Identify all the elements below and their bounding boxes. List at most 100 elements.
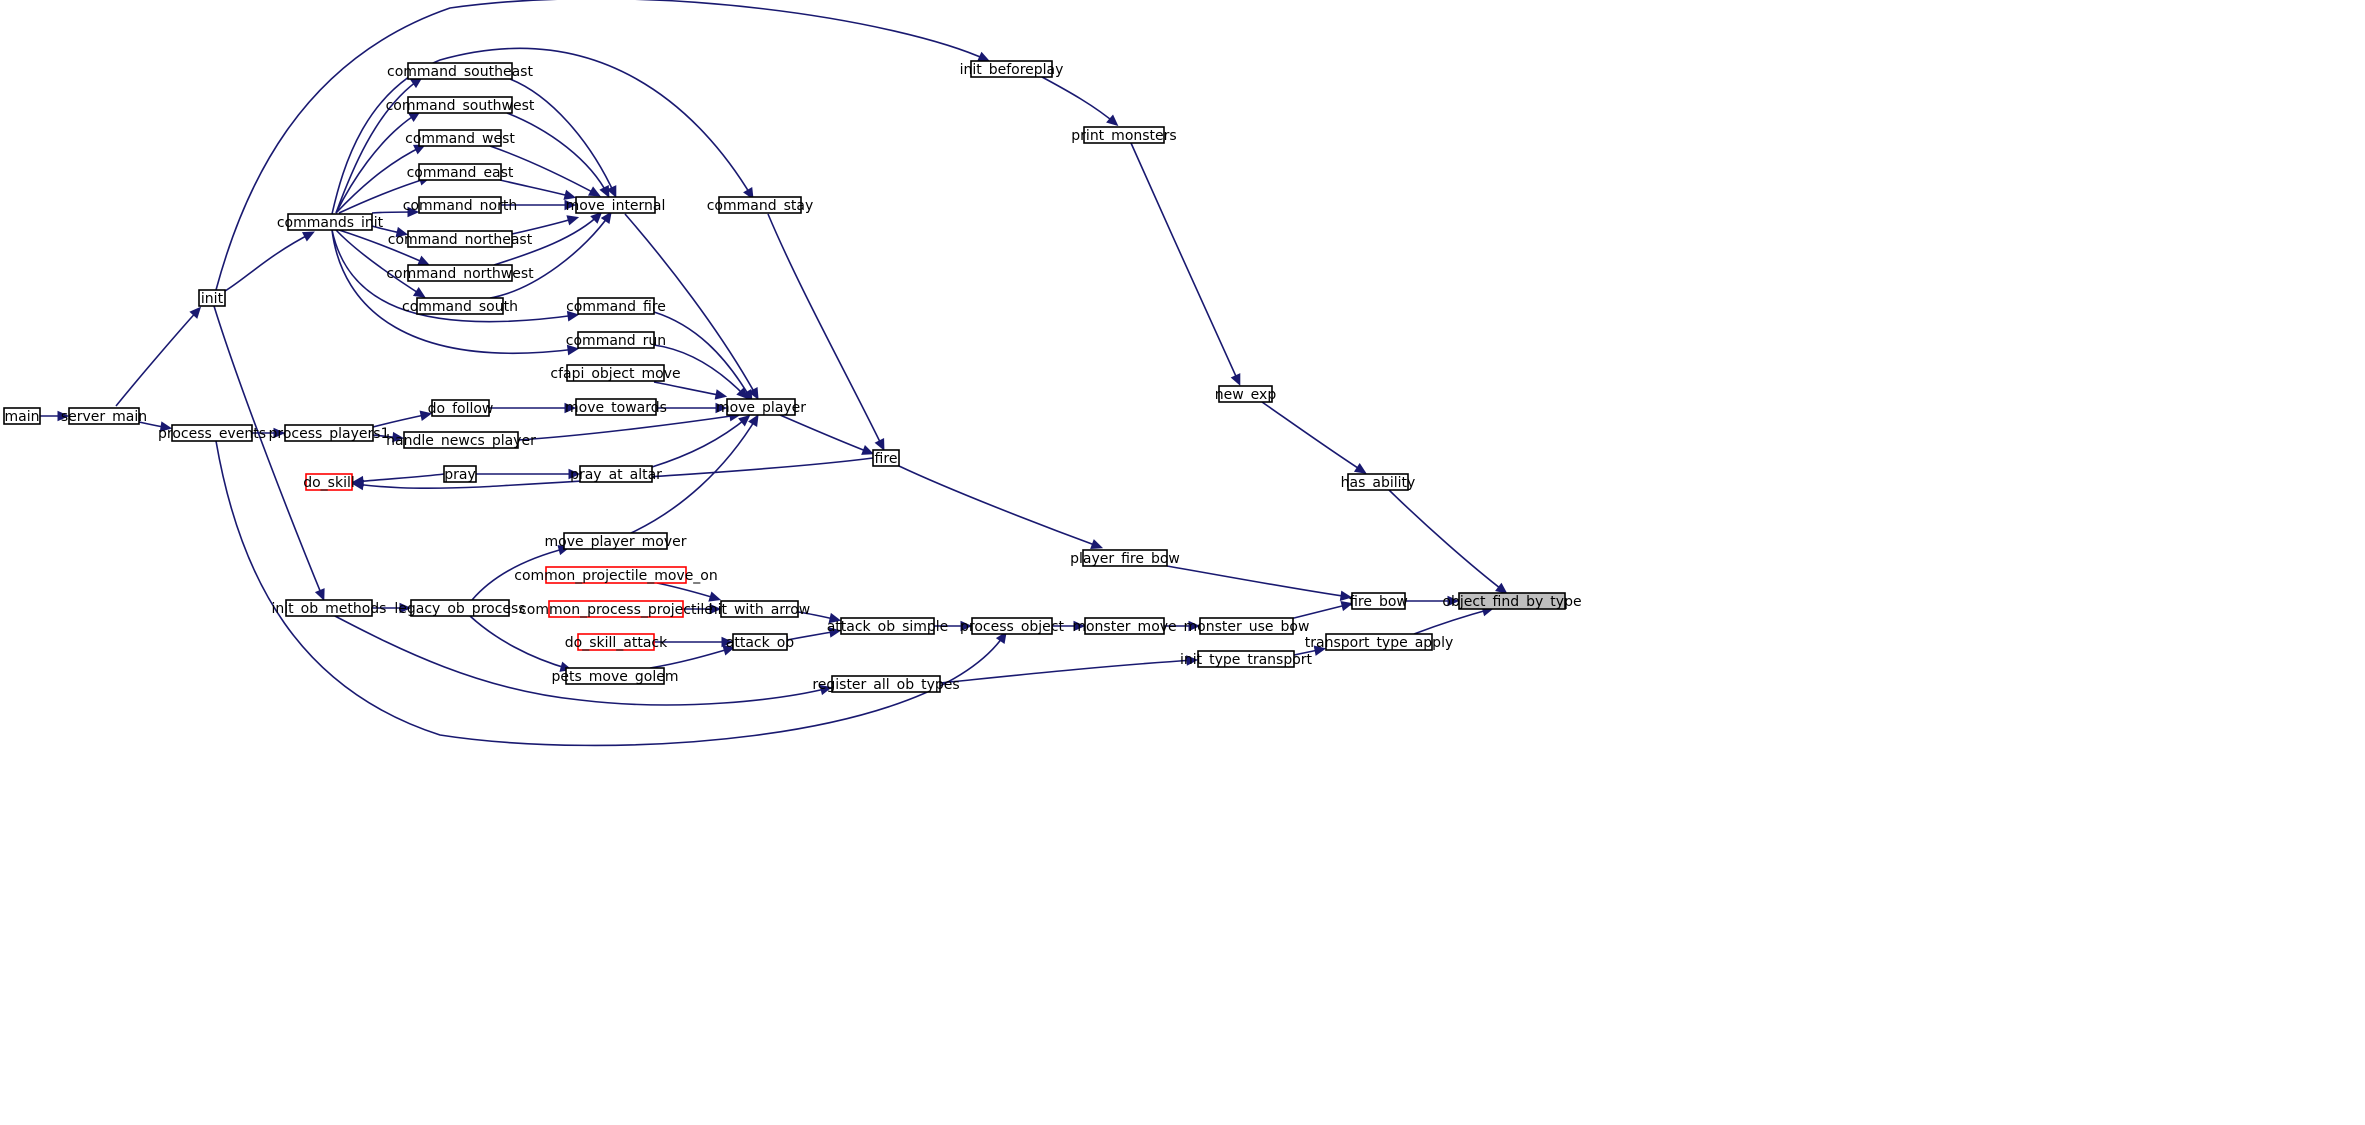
node-label: command_stay [707,198,814,214]
edge-arrowhead [566,215,580,226]
node-move_player_mover[interactable]: move_player_mover [545,532,687,550]
node-new_exp[interactable]: new_exp [1215,385,1277,403]
edge-arrowhead [1186,655,1199,666]
node-common_projectile_move_on[interactable]: common_projectile_move_on [514,566,718,584]
node-init_ob_methods[interactable]: init_ob_methods [272,599,387,617]
node-box [971,617,1053,635]
edge-arrowhead [399,602,412,614]
edge-arrowhead [714,389,728,400]
node-process_events[interactable]: process_events [158,424,266,442]
edge-command_southeast-to-move_internal [509,78,617,198]
node-command_fire[interactable]: command_fire [566,297,666,315]
node-label: command_southeast [387,64,533,80]
node-init_type_transport[interactable]: init_type_transport [1180,650,1313,668]
node-command_run[interactable]: command_run [566,331,666,349]
node-box [407,96,513,114]
node-do_follow[interactable]: do_follow [428,399,494,417]
edge-arrowhead [57,410,70,422]
node-print_monsters[interactable]: print_monsters [1071,126,1177,144]
node-process_object[interactable]: process_object [960,617,1064,635]
node-box [68,407,140,425]
edge-arrowhead [351,479,365,491]
node-monster_use_bow[interactable]: monster_use_bow [1184,617,1310,635]
node-fire_bow[interactable]: fire_bow [1349,592,1408,610]
edge-command_east-to-move_internal [499,179,577,200]
node-server_main[interactable]: server_main [61,407,147,425]
node-main[interactable]: main [3,407,41,425]
node-move_player[interactable]: move_player [716,398,806,416]
node-move_towards[interactable]: move_towards [565,398,667,416]
node-init_beforeplay[interactable]: init_beforeplay [960,60,1064,78]
node-label: command_southwest [386,98,535,114]
edge-arrowhead [819,684,833,696]
edge-common_projectile_move_on-to-hit_with_arrow [656,582,722,602]
node-init[interactable]: init [198,289,226,307]
edge-arrowhead [314,588,325,601]
node-command_west[interactable]: command_west [405,129,515,147]
node-player_fire_bow[interactable]: player_fire_bow [1070,549,1180,567]
edge-arrowhead [1313,645,1327,656]
node-legacy_ob_process[interactable]: legacy_ob_process [394,599,526,617]
node-command_north[interactable]: command_north [403,196,517,214]
node-object_find_by_type[interactable]: object_find_by_type [1442,592,1582,610]
edge-arrowhead [1106,114,1119,127]
node-command_southeast[interactable]: command_southeast [387,62,533,80]
edge-arrowhead [566,344,580,356]
node-command_south[interactable]: command_south [402,297,518,315]
edge-arrowhead [721,636,734,648]
node-pray_at_altar[interactable]: pray_at_altar [570,465,662,483]
edge-command_north-to-move_internal [501,199,577,211]
node-label: object_find_by_type [1442,594,1581,610]
node-attack_ob[interactable]: attack_ob [726,633,795,651]
node-pray[interactable]: pray [443,465,477,483]
edge-init_type_transport-to-transport_type_apply [1293,645,1327,656]
node-common_process_projectile[interactable]: common_process_projectile [519,600,713,618]
node-move_internal[interactable]: move_internal [566,196,666,214]
edge-arrowhead [564,199,577,211]
node-box [431,399,490,417]
node-handle_newcs_player[interactable]: handle_newcs_player [386,431,536,449]
node-attack_ob_simple[interactable]: attack_ob_simple [827,617,949,635]
node-box [1197,650,1295,668]
edge-line [898,465,1101,548]
node-box [418,196,502,214]
edge-arrowhead [189,306,202,319]
edge-process_players1-to-do_follow [372,410,433,428]
node-box [565,667,665,685]
node-label: hit_with_arrow [709,602,811,618]
node-command_northwest[interactable]: command_northwest [386,264,534,282]
node-command_east[interactable]: command_east [407,163,514,181]
edge-process_object-to-monster_move [1052,620,1086,632]
edge-arrowhead [738,414,751,427]
edge-arrowhead [587,186,601,197]
node-do_skill_attack[interactable]: do_skill_attack [565,633,668,651]
node-box [577,297,655,315]
node-command_southwest[interactable]: command_southwest [386,96,535,114]
node-process_players1[interactable]: process_players1 [268,424,390,442]
node-fire[interactable]: fire [872,449,900,467]
node-has_ability[interactable]: has_ability [1341,473,1416,491]
node-cfapi_object_move[interactable]: cfapi_object_move [550,364,681,382]
node-label: legacy_ob_process [394,601,525,617]
node-box [403,431,519,449]
node-command_northeast[interactable]: command_northeast [388,230,533,248]
edge-line [939,659,1196,684]
node-hit_with_arrow[interactable]: hit_with_arrow [709,600,811,618]
node-do_skill[interactable]: do_skill [303,473,355,491]
node-transport_type_apply[interactable]: transport_type_apply [1305,633,1454,651]
node-label: fire [875,451,898,467]
node-pets_move_golem[interactable]: pets_move_golem [552,667,679,685]
node-monster_move[interactable]: monster_move [1072,617,1177,635]
edge-arrowhead [564,402,577,414]
edge-process_events-to-process_players1 [251,427,286,439]
node-commands_init[interactable]: commands_init [277,213,384,231]
edge-command_southwest-to-move_internal [506,112,610,198]
node-register_all_ob_types[interactable]: register_all_ob_types [812,675,960,693]
node-command_stay[interactable]: command_stay [707,196,814,214]
node-label: fire_bow [1349,594,1408,610]
edge-arrowhead [722,645,736,656]
edge-arrowhead [599,185,610,198]
node-box [726,398,796,416]
edge-arrowhead [960,620,973,632]
node-label: new_exp [1215,387,1277,403]
